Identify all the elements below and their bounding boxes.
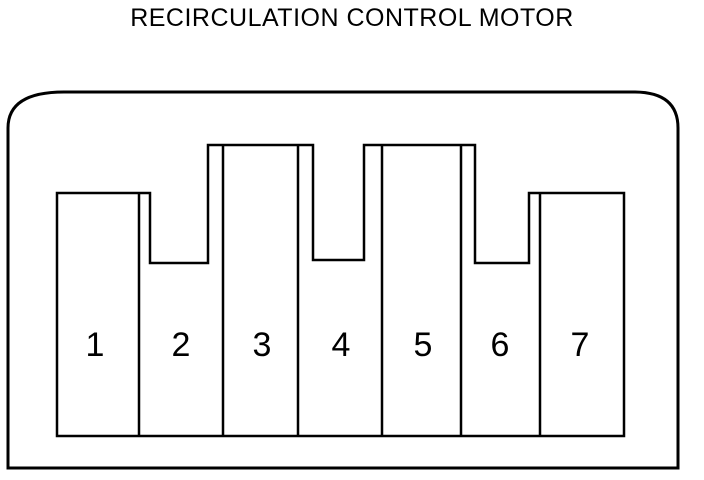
pin-2-label: 2 <box>172 326 191 364</box>
pin-5-label: 5 <box>414 326 433 364</box>
pin-cavity-outline <box>55 143 626 438</box>
pin-6-label: 6 <box>491 326 510 364</box>
pin-4-label: 4 <box>332 326 351 364</box>
pin-7-label: 7 <box>571 326 590 364</box>
pin-3-label: 3 <box>253 326 272 364</box>
pin-labels: 1 2 3 4 5 6 7 <box>86 326 590 364</box>
connector-housing <box>6 90 680 470</box>
diagram-title: RECIRCULATION CONTROL MOTOR <box>130 4 574 32</box>
pin-separators <box>137 145 542 436</box>
pin-1-label: 1 <box>86 326 105 364</box>
